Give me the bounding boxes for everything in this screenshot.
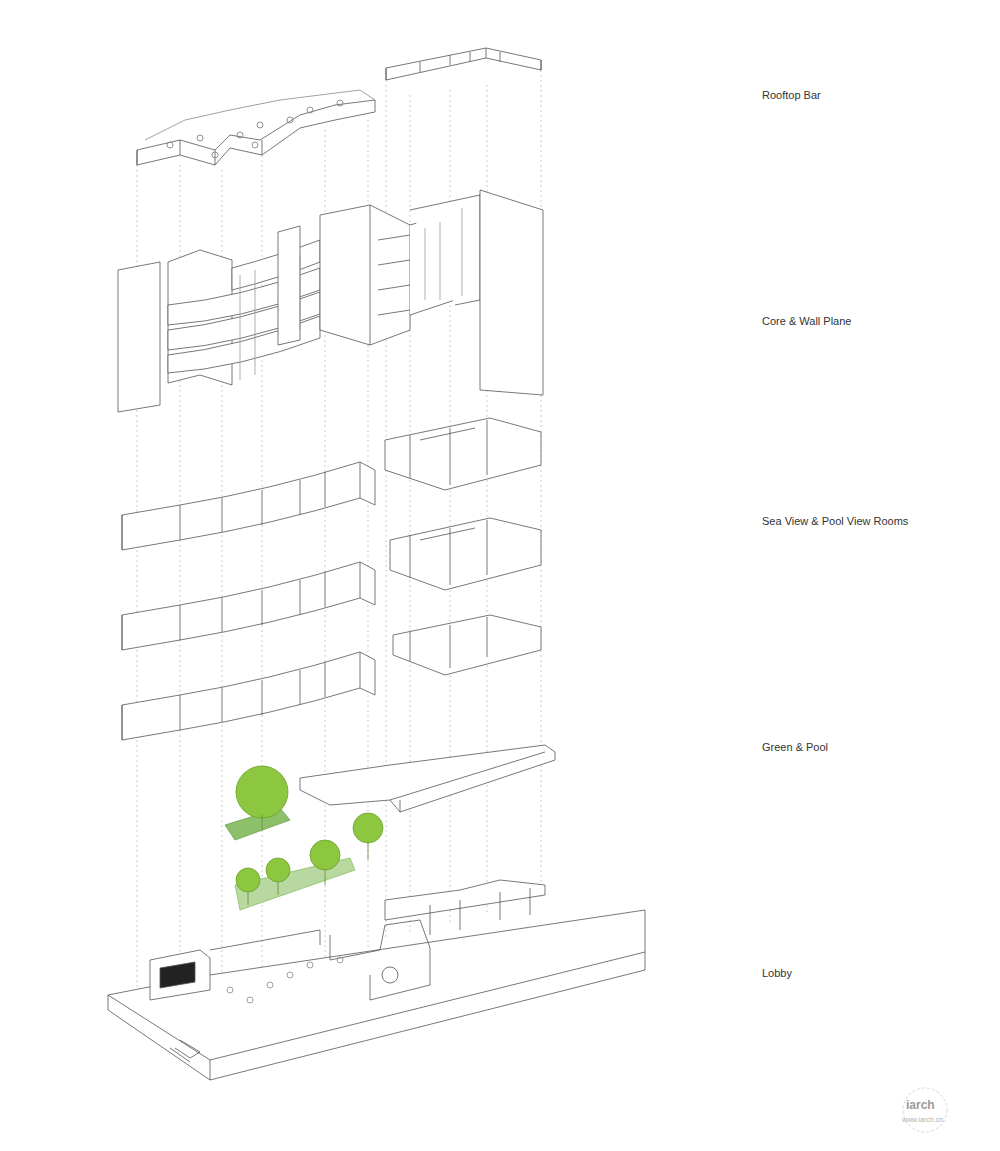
layer-label: Core & Wall Plane: [762, 315, 851, 327]
room-floors: [122, 418, 541, 740]
layer-label: Rooftop Bar: [762, 89, 821, 101]
lobby: [108, 880, 645, 1080]
watermark-url: www.iarch.cn: [902, 1116, 943, 1123]
rooftop-bar: [137, 48, 541, 165]
watermark: iarch: [906, 1098, 935, 1112]
layer-label: Lobby: [762, 967, 792, 979]
layer-label: Sea View & Pool View Rooms: [762, 515, 908, 527]
core-wall-plane: [118, 190, 543, 412]
layer-label: Green & Pool: [762, 741, 828, 753]
